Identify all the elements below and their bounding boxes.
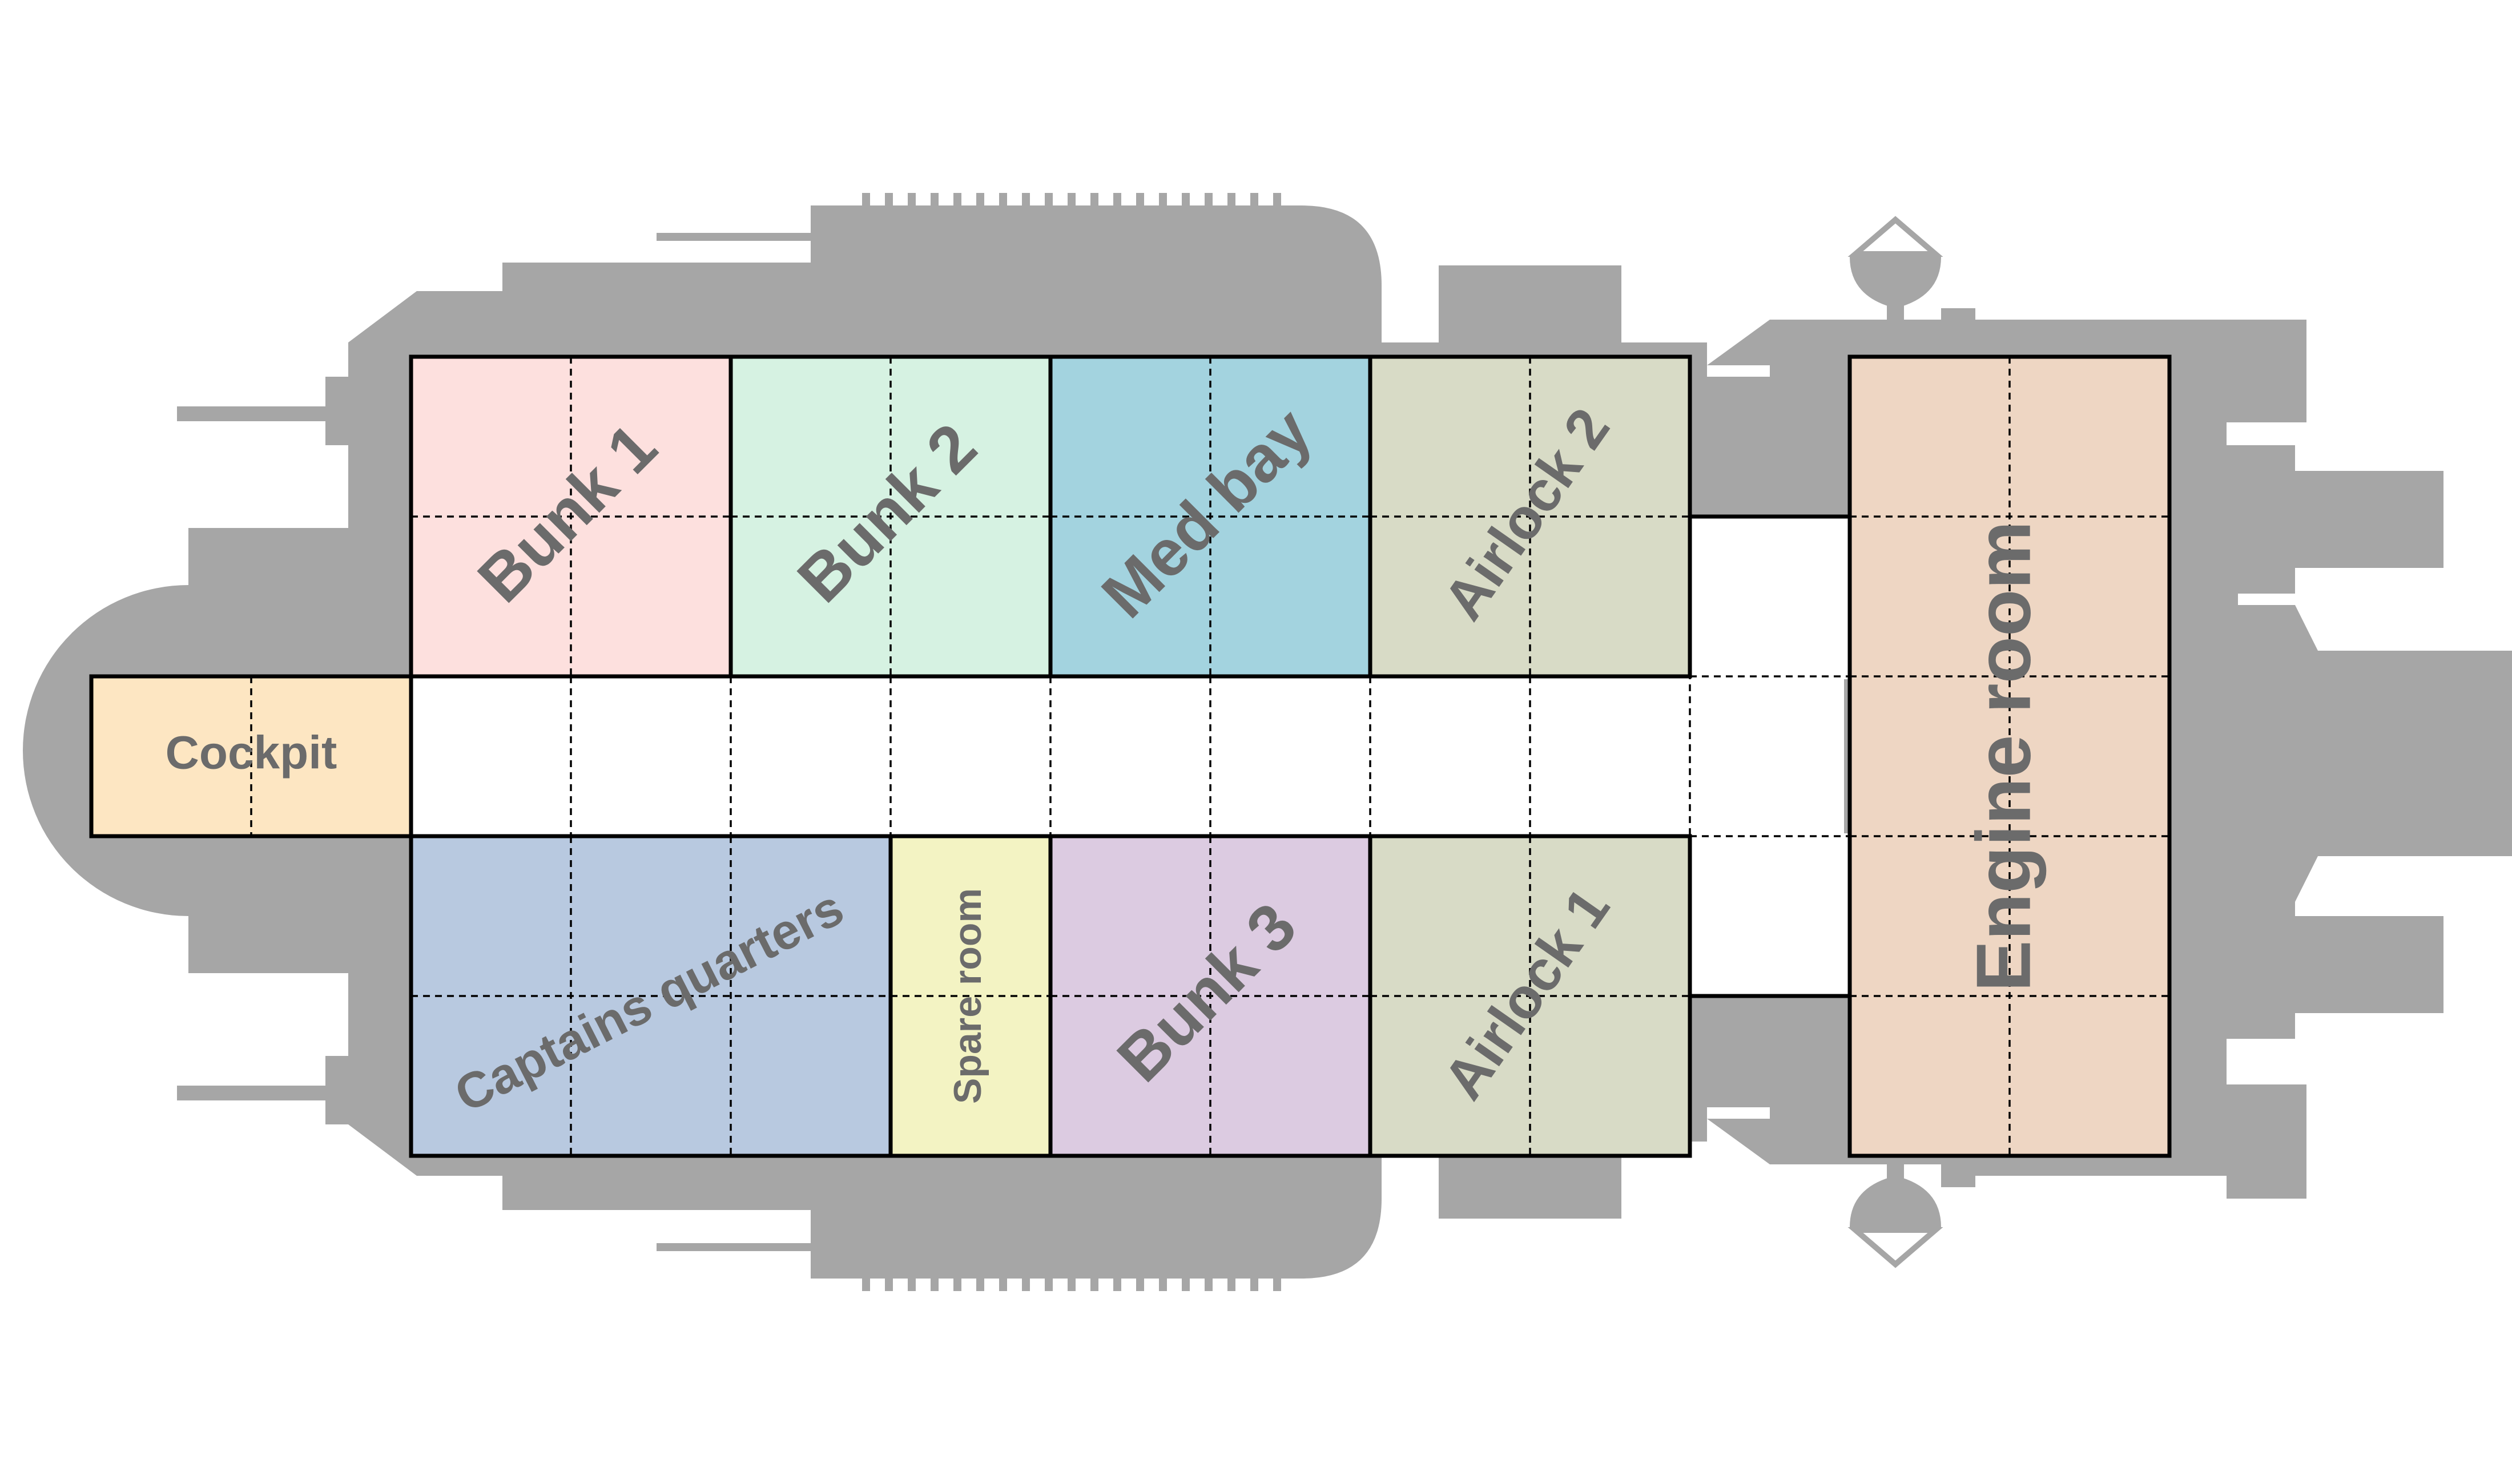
- room-cockpit[interactable]: Cockpit: [89, 674, 413, 838]
- room-captains-quarters[interactable]: Captains quarters: [409, 834, 893, 1158]
- room-label-cockpit: Cockpit: [166, 727, 337, 779]
- room-med-bay[interactable]: Med bay: [1048, 354, 1372, 679]
- upper-vent: [862, 193, 1281, 207]
- docking-passage-upper: [1690, 517, 1850, 679]
- top-lamp-window: [1867, 228, 1924, 1256]
- room-airlock-1[interactable]: Airlock 1: [1368, 834, 1692, 1158]
- room-spare-room[interactable]: Spare room: [888, 834, 1053, 1158]
- room-label-engine-room: Engine room: [1961, 521, 2047, 991]
- corridor-walls: [91, 674, 411, 838]
- corridor: [250, 514, 1850, 998]
- room-label-spare-room: Spare room: [946, 888, 989, 1104]
- room-engine-room[interactable]: Engine room: [1847, 354, 2172, 1158]
- room-bunk-1[interactable]: Bunk 1: [409, 354, 733, 679]
- top-lamp-outline: [1847, 216, 1943, 1268]
- room-airlock-2[interactable]: Airlock 2: [1368, 354, 1692, 679]
- lower-vent: [862, 1277, 1281, 1291]
- room-bunk-3[interactable]: Bunk 3: [1048, 834, 1372, 1158]
- room-bunk-2[interactable]: Bunk 2: [728, 354, 1053, 679]
- docking-passage-lower: [1690, 833, 1850, 996]
